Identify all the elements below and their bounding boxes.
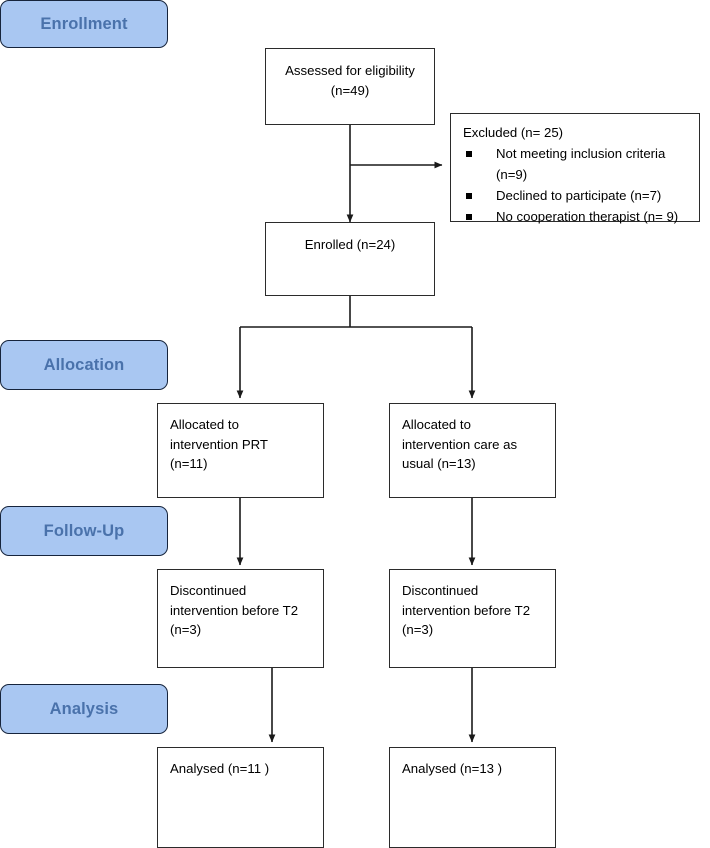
stage-label-analysis-text: Analysis xyxy=(49,699,119,718)
stage-label-followup: Follow-Up xyxy=(0,506,168,556)
stage-label-enrollment: Enrollment xyxy=(0,0,168,48)
stage-label-allocation-text: Allocation xyxy=(43,355,125,374)
node-enrolled: Enrolled (n=24) xyxy=(265,222,435,296)
excluded-reason-text: Declined to participate (n=7) xyxy=(496,188,662,203)
square-bullet-icon xyxy=(466,214,472,220)
node-excluded: Excluded (n= 25) Not meeting inclusion c… xyxy=(450,113,700,224)
node-discontinued-right: Discontinued intervention before T2 (n=3… xyxy=(389,569,556,668)
node-allocated-right: Allocated to intervention care as usual … xyxy=(389,403,556,498)
node-allocated-left-text: Allocated to intervention PRT (n=11) xyxy=(170,417,268,471)
stage-label-analysis: Analysis xyxy=(0,684,168,734)
excluded-reason-list: Not meeting inclusion criteria (n=9) Dec… xyxy=(451,142,699,227)
node-assessed-for-eligibility: Assessed for eligibility (n=49) xyxy=(265,48,435,125)
stage-label-allocation: Allocation xyxy=(0,340,168,390)
node-allocated-right-text: Allocated to intervention care as usual … xyxy=(402,417,518,471)
excluded-reason-text: Not meeting inclusion criteria (n=9) xyxy=(496,146,666,182)
list-item: Not meeting inclusion criteria (n=9) xyxy=(463,143,699,185)
excluded-heading: Excluded (n= 25) xyxy=(463,125,564,140)
square-bullet-icon xyxy=(466,151,472,157)
node-allocated-left: Allocated to intervention PRT (n=11) xyxy=(157,403,324,498)
node-analysed-left-text: Analysed (n=11 ) xyxy=(170,761,270,776)
node-discontinued-right-text: Discontinued intervention before T2 (n=3… xyxy=(402,583,531,637)
node-assessed-text: Assessed for eligibility (n=49) xyxy=(285,63,415,98)
node-analysed-right: Analysed (n=13 ) xyxy=(389,747,556,848)
node-enrolled-text: Enrolled (n=24) xyxy=(304,237,396,252)
node-analysed-left: Analysed (n=11 ) xyxy=(157,747,324,848)
stage-label-followup-text: Follow-Up xyxy=(43,521,125,540)
list-item: Declined to participate (n=7) xyxy=(463,185,699,206)
node-analysed-right-text: Analysed (n=13 ) xyxy=(402,761,503,776)
node-discontinued-left: Discontinued intervention before T2 (n=3… xyxy=(157,569,324,668)
list-item: No cooperation therapist (n= 9) xyxy=(463,206,699,227)
node-discontinued-left-text: Discontinued intervention before T2 (n=3… xyxy=(170,583,299,637)
excluded-reason-text: No cooperation therapist (n= 9) xyxy=(496,209,679,224)
square-bullet-icon xyxy=(466,193,472,199)
stage-label-enrollment-text: Enrollment xyxy=(40,14,128,33)
